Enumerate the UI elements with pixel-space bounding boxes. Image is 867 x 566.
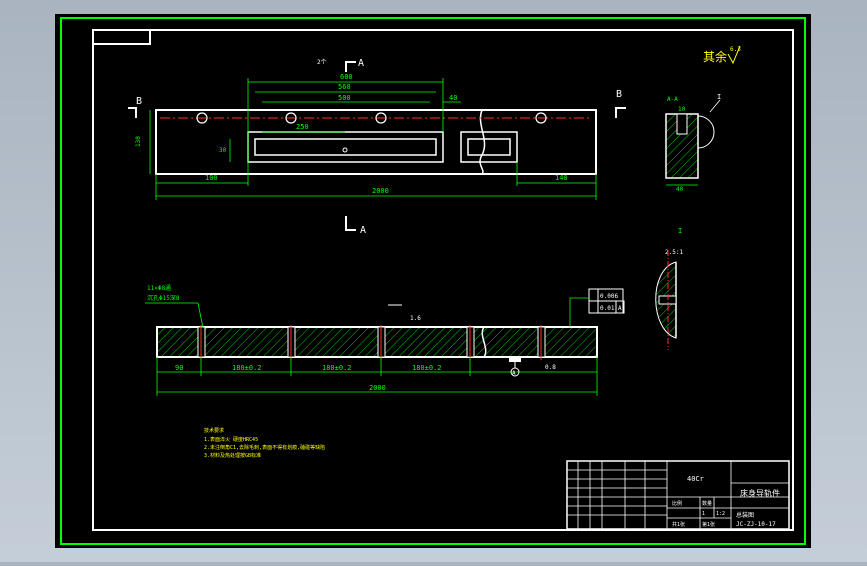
material-label: 40Cr bbox=[687, 475, 704, 483]
plan-view: 600 560 500 250 40 30 130 2000 100 140 2… bbox=[128, 58, 626, 236]
dim-40: 40 bbox=[449, 94, 457, 102]
front-dim-90: 90 bbox=[175, 364, 183, 372]
plan-slot2-outer bbox=[460, 131, 518, 163]
detail-leader bbox=[709, 99, 721, 113]
technical-notes: 技术要求 1.表面淬火 硬度HRC45 2.未注倒角C1,去除毛刺,表面不得有划… bbox=[204, 427, 325, 459]
detail-circle bbox=[697, 115, 715, 149]
mounting-hole-1 bbox=[196, 112, 208, 124]
dim-600: 600 bbox=[340, 73, 353, 81]
dim-10-section: 10 bbox=[678, 106, 686, 113]
dim-130: 130 bbox=[135, 136, 142, 147]
dim-100-left: 100 bbox=[205, 174, 218, 182]
cut-a-bottom-marker bbox=[345, 216, 356, 231]
section-b-right-label: B bbox=[616, 89, 622, 100]
mounting-hole-4 bbox=[535, 112, 547, 124]
cut-a-top-label: A bbox=[358, 58, 364, 69]
front-dim-2000: 2000 bbox=[369, 384, 386, 392]
model-space bbox=[55, 14, 811, 548]
view-a-label: A-A bbox=[667, 96, 678, 103]
title-block: 40Cr 床身导轨件 JC-ZJ-10-17 总装图 比例 数量 1:2 1 共… bbox=[566, 460, 790, 530]
dim-30: 30 bbox=[219, 147, 227, 154]
part-name: 床身导轨件 bbox=[740, 488, 780, 498]
plan-slot-inner bbox=[254, 138, 437, 156]
section-a-slot bbox=[676, 113, 688, 135]
mounting-hole-2 bbox=[285, 112, 297, 124]
detail-i-label: I bbox=[678, 227, 682, 235]
plan-slot2-inner bbox=[467, 138, 511, 156]
corner-roughness-value: 6.3 bbox=[730, 46, 741, 53]
cut-a-top-marker bbox=[345, 61, 356, 72]
front-view: 90 180±0.2 180±0.2 180±0.2 2000 11×Φ8通 沉… bbox=[145, 284, 625, 396]
note-3: 3.材料及热处理按GB标准 bbox=[204, 452, 261, 459]
note-1: 1.表面淬火 硬度HRC45 bbox=[204, 436, 258, 443]
front-body bbox=[156, 326, 598, 358]
front-break-line bbox=[481, 326, 487, 358]
dim-560: 560 bbox=[338, 83, 351, 91]
center-mark-icon bbox=[342, 147, 348, 153]
dim-250: 250 bbox=[296, 123, 309, 131]
section-b-left-marker bbox=[128, 107, 137, 118]
note-2: 2.未注倒角C1,去除毛刺,表面不得有划痕,磕碰等缺陷 bbox=[204, 444, 325, 451]
section-b-left-label: B bbox=[136, 96, 142, 107]
dim-40-section: 40 bbox=[676, 186, 684, 193]
plan-outline bbox=[155, 109, 597, 175]
cell-qty-label: 数量 bbox=[702, 500, 712, 507]
corner-code-box bbox=[93, 30, 151, 45]
front-roughness: 0.8 bbox=[545, 364, 556, 371]
datum-triangle-icon bbox=[509, 358, 521, 362]
corner-mark: 其余 bbox=[703, 49, 727, 64]
break-line bbox=[479, 109, 486, 175]
dim-500: 500 bbox=[338, 94, 351, 102]
detail-scale: 2.5:1 bbox=[665, 249, 683, 256]
section-b-right-marker bbox=[615, 107, 626, 118]
hole-note-2: 沉孔Φ15深8 bbox=[147, 294, 180, 302]
notes-title: 技术要求 bbox=[204, 427, 224, 434]
mounting-hole-3 bbox=[375, 112, 387, 124]
detail-i-callout: I bbox=[717, 93, 721, 101]
hole-note-1: 11×Φ8通 bbox=[147, 284, 171, 292]
drawing-number: JC-ZJ-10-17 bbox=[736, 521, 776, 528]
cell-scale-value: 1:2 bbox=[716, 511, 725, 517]
tolerance-value-2: 0.01 bbox=[600, 305, 615, 312]
cell-scale-label: 比例 bbox=[672, 500, 682, 507]
detail-i-view: I 2.5:1 bbox=[655, 227, 683, 350]
section-a-a-view: A-A I 40 10 bbox=[665, 93, 721, 193]
roughness-symbol-icon bbox=[727, 45, 741, 65]
cell-qty-value: 1 bbox=[702, 511, 705, 517]
title-sub: 总装图 bbox=[736, 511, 754, 519]
front-dim-180-b: 180±0.2 bbox=[322, 364, 352, 372]
cell-sheet-no: 第1张 bbox=[702, 521, 715, 528]
outer-border bbox=[60, 17, 806, 545]
cut-a-bottom-label: A bbox=[360, 225, 366, 236]
datum-circle bbox=[510, 367, 520, 377]
tolerance-datum-ref: A bbox=[618, 305, 622, 312]
datum-label: A bbox=[512, 370, 516, 377]
front-callout: 1.6 bbox=[410, 315, 421, 322]
dim-2000-plan: 2000 bbox=[372, 187, 389, 195]
tolerance-frames bbox=[588, 288, 625, 314]
top-callout: 2个 bbox=[317, 59, 327, 66]
front-dim-180-c: 180±0.2 bbox=[412, 364, 442, 372]
inner-border bbox=[92, 29, 794, 531]
cell-sheets-total: 共1张 bbox=[672, 521, 685, 528]
tolerance-value-1: 0.006 bbox=[600, 293, 618, 300]
front-dim-180-a: 180±0.2 bbox=[232, 364, 262, 372]
tolerance-leader bbox=[569, 297, 589, 327]
dim-140-right: 140 bbox=[555, 174, 568, 182]
